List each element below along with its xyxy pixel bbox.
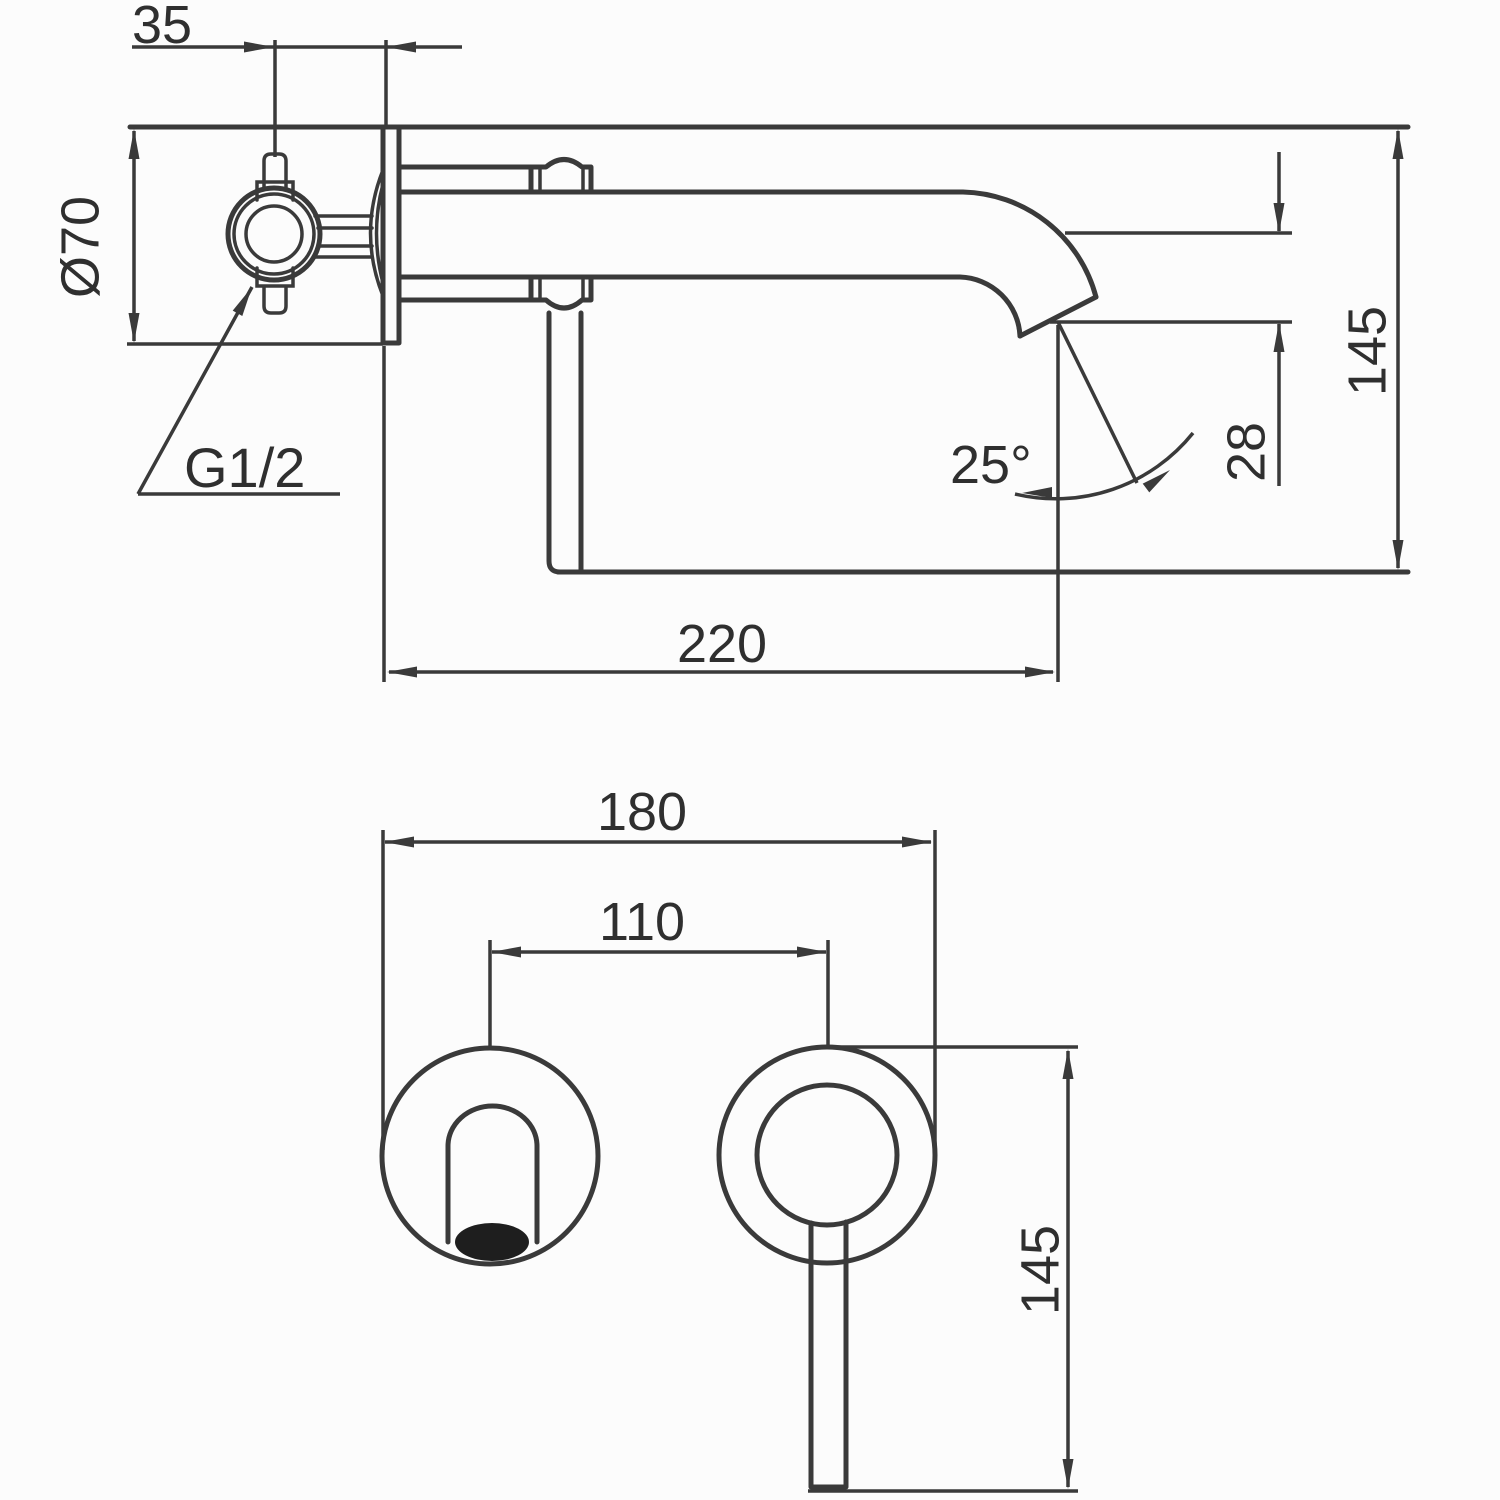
dimension-110: 110 [488,892,830,1046]
valve-arm-to-wall [312,214,374,259]
dim-25deg-label: 25° [950,435,1032,495]
thread-label: G1/2 [184,436,305,499]
arrowhead [244,41,274,53]
dimension-220: 220 [382,325,1060,682]
dimension-145-side: 145 [1337,129,1404,570]
arrowhead [1142,470,1170,493]
handle-escutcheon-front [716,1044,938,1490]
valve-inner-ring [232,192,316,276]
arrowhead [1025,666,1055,678]
dim-110-label: 110 [599,892,685,952]
arrowhead [1062,1049,1074,1079]
spout-bottom-edge [396,274,1023,339]
arrowhead [1392,129,1404,159]
supply-pipe-outline [546,310,1411,575]
arrowhead [902,836,932,848]
handle-base-circle [754,1082,900,1228]
dim-220-label: 220 [677,614,767,674]
dim-dia70-label: Ø70 [50,196,110,298]
valve-outer-ring [225,185,323,283]
spout-tube [396,189,1099,339]
arrowhead [797,946,827,958]
dimension-35: 35 [132,0,462,157]
handle-lever [808,1219,849,1490]
arrowhead [386,41,416,53]
dim-28-label: 28 [1216,422,1276,482]
dim-145-side-label: 145 [1337,306,1397,396]
spout-top-edge [396,189,1099,300]
arrowhead [1022,487,1052,498]
valve-bore [244,204,304,264]
arrowhead [1273,203,1285,233]
arrowhead [387,666,417,678]
dimension-28: 28 [1050,152,1292,486]
front-view: 180 110 145 [379,782,1078,1493]
union-nut-upper [528,157,594,195]
spout-outlet-opening [455,1223,529,1261]
spout-plate-circle [379,1045,601,1267]
dim-35-label: 35 [132,0,192,55]
plate-dome-profile [368,168,385,298]
dimension-180: 180 [381,782,937,1150]
dimension-145-front: 145 [808,1045,1078,1493]
arrowhead [1392,540,1404,570]
handle-plate-circle [716,1044,938,1266]
arrowhead [128,129,140,159]
wall-plate-side [368,124,402,346]
arrowhead [232,287,252,316]
arrowhead [1062,1459,1074,1489]
spout-outlet-face [1017,294,1099,339]
arrowhead [1273,322,1285,352]
valve-stem-bottom [255,266,295,315]
dim-145-front-label: 145 [1010,1225,1070,1315]
arrowhead [384,836,414,848]
arrowhead [491,946,521,958]
dim-180-label: 180 [597,782,687,842]
dimension-angle-25: 25° [950,321,1195,501]
valve-body [225,152,374,315]
side-view: 35 Ø70 G1/2 28 145 [50,0,1411,682]
spout-escutcheon-front [379,1045,601,1267]
arrowhead [128,313,140,343]
union-nut-lower [528,274,594,311]
spout-nose-front [445,1103,540,1245]
dimension-dia70: Ø70 [50,129,383,346]
thread-callout: G1/2 [136,286,340,499]
spout-mounting-boss [396,157,594,311]
